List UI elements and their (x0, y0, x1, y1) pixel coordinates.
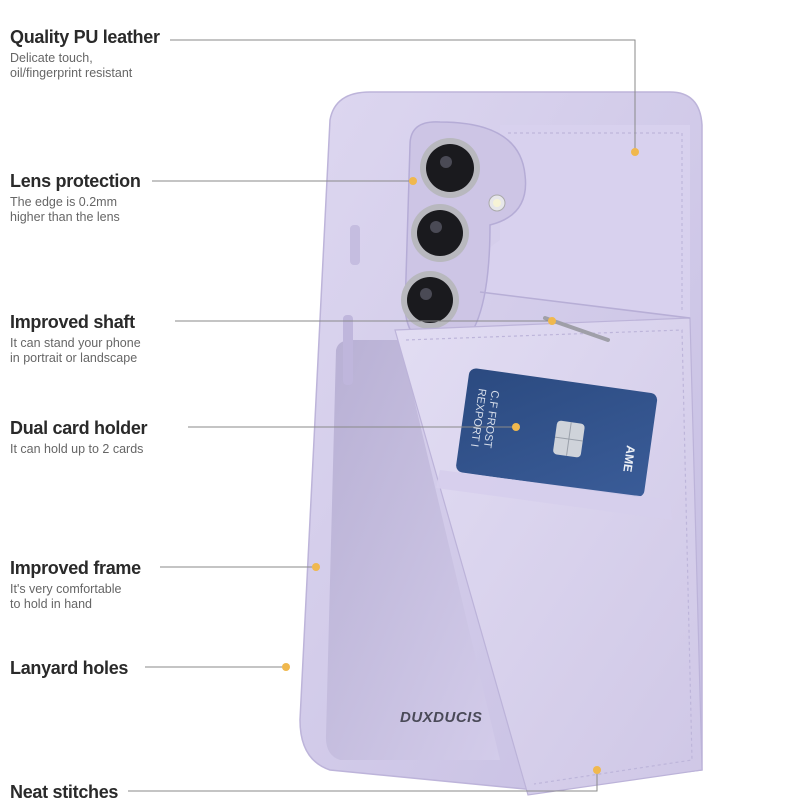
feature-title: Improved shaft (10, 312, 135, 332)
credit-card (456, 368, 658, 498)
feature-title: Dual card holder (10, 418, 148, 438)
feature-title: Lens protection (10, 171, 141, 191)
hinge-line (479, 291, 691, 319)
feature-desc: It can hold up to 2 cards (10, 442, 144, 456)
feature-title: Quality PU leather (10, 27, 160, 47)
flap-stitch (405, 329, 693, 785)
feature-title: Improved frame (10, 558, 141, 578)
feature-dual-card-holder: Dual card holder It can hold up to 2 car… (10, 417, 180, 457)
hotspot-markers (282, 148, 639, 774)
camera-lens-icon (420, 138, 480, 198)
feature-neat-stitches: Neat stitches (10, 781, 180, 803)
flash-icon (488, 194, 506, 212)
feature-desc: Delicate touch,oil/fingerprint resistant (10, 51, 133, 80)
card-pocket (436, 470, 672, 520)
feature-quality-leather: Quality PU leather Delicate touch,oil/fi… (10, 26, 180, 81)
brand-logo: DUXDUCIS (400, 709, 482, 726)
camera-lens-icon (411, 204, 469, 262)
upper-stitch (508, 132, 683, 310)
card-issuer: AME (620, 445, 638, 473)
case-recess (325, 340, 500, 760)
side-button (343, 315, 353, 385)
feature-title: Lanyard holes (10, 658, 129, 678)
feature-lanyard-holes: Lanyard holes (10, 657, 180, 679)
feature-title: Neat stitches (10, 782, 119, 802)
leader-lines (128, 39, 636, 792)
camera-lens-icon (401, 271, 459, 329)
side-button (350, 225, 360, 265)
